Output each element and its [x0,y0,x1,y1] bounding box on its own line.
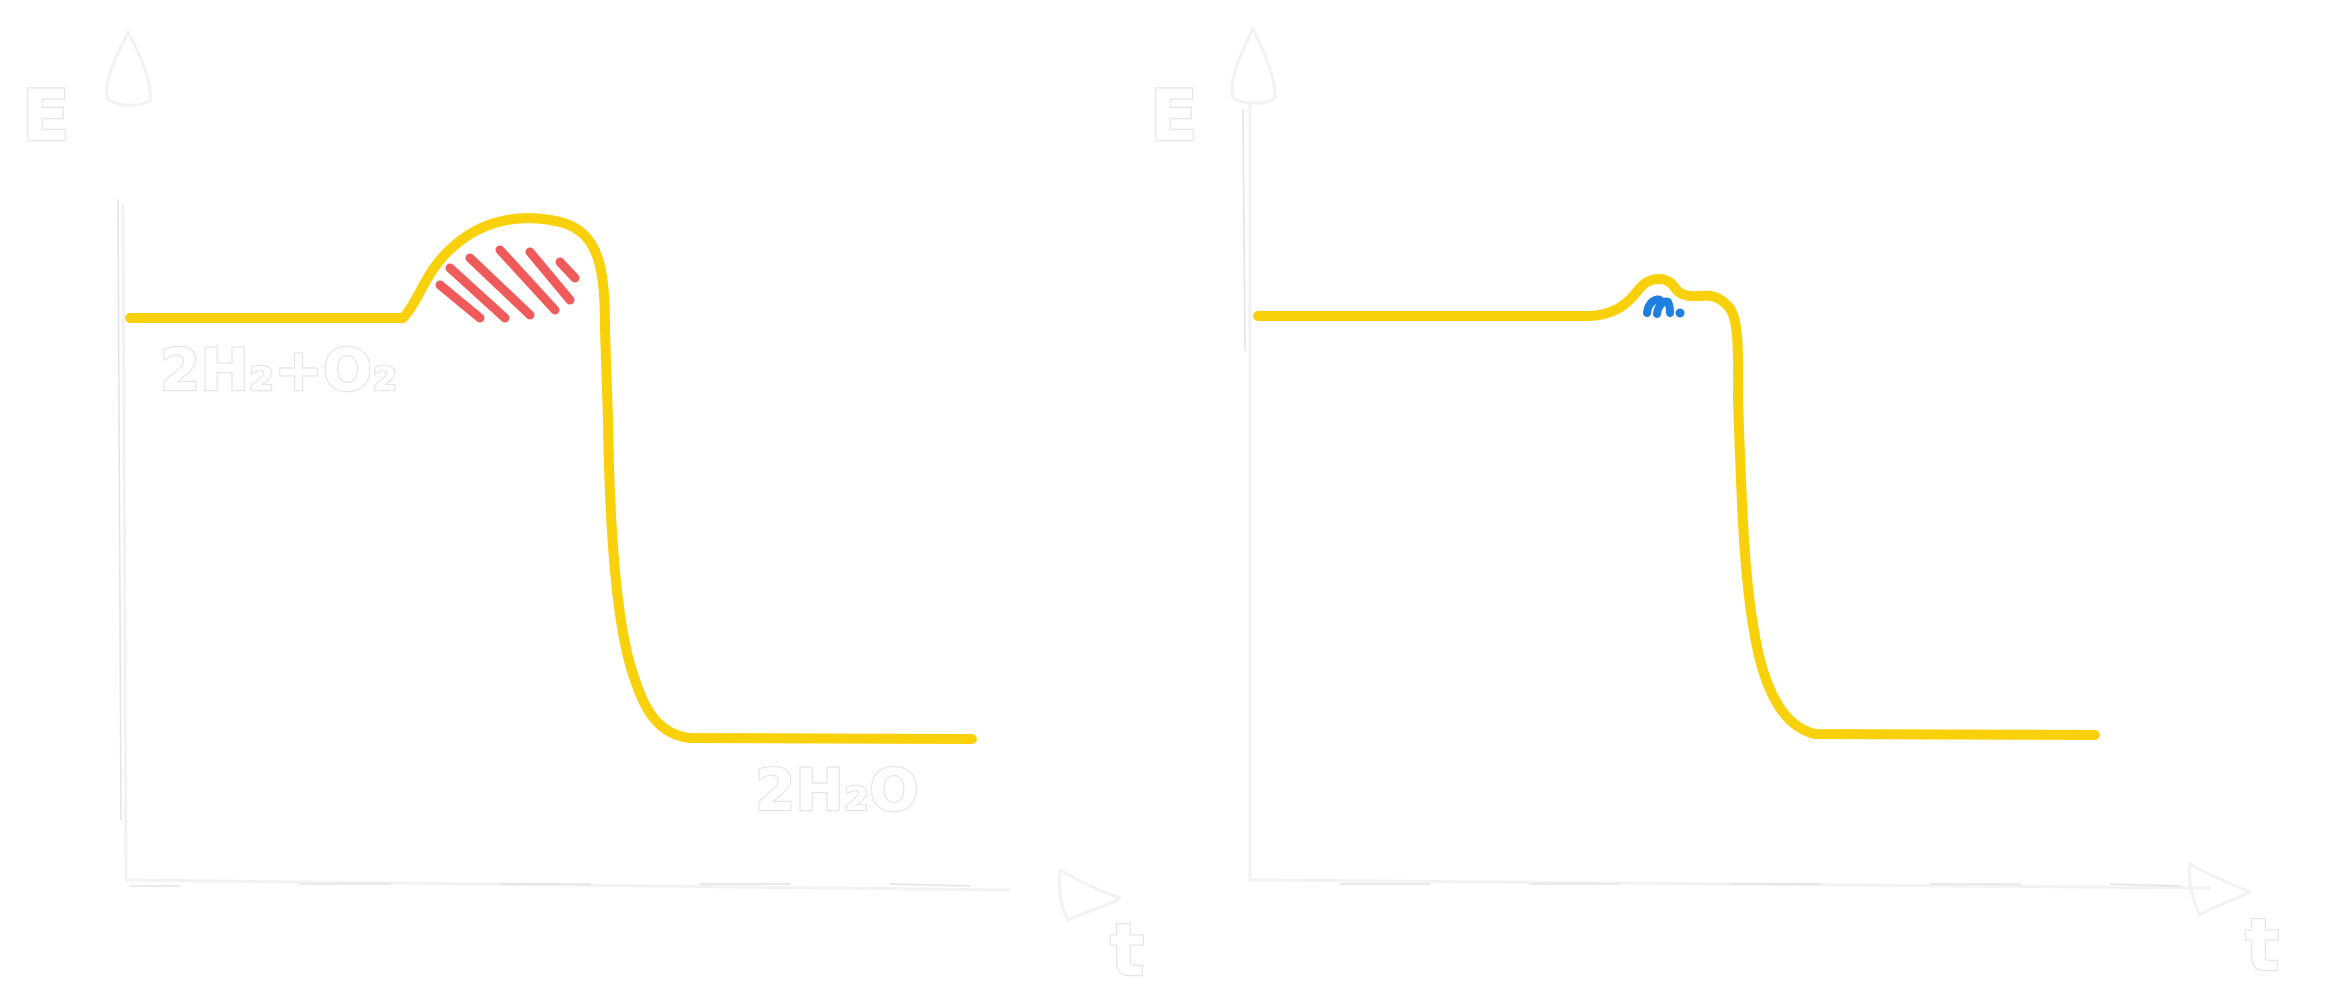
right-energy-diagram: E t [1149,26,2281,988]
reactants-label: 2H₂+O₂ [160,336,398,404]
right-y-axis-label: E [1150,75,1198,157]
right-x-axis-label: t [2245,903,2279,987]
right-activation-energy-hatch [1643,295,1685,318]
right-x-axis [1248,862,2252,917]
left-reaction-curve [125,213,977,744]
right-y-axis [1230,26,1277,882]
left-x-axis-label: t [1110,908,1144,992]
products-label: 2H₂O [755,756,919,824]
right-y-axis-arrowhead [1230,26,1277,105]
right-x-axis-arrowhead [2188,862,2252,917]
left-y-axis-label: E [22,75,70,157]
left-energy-diagram: E t 2H₂+O₂ 2H₂O [21,30,1146,993]
left-y-axis [105,30,152,882]
left-x-axis-arrowhead [1057,868,1122,922]
right-reaction-curve [1253,274,2100,740]
left-y-axis-arrowhead [105,30,152,107]
left-x-axis [124,868,1122,922]
left-activation-energy-hatch [435,245,580,323]
